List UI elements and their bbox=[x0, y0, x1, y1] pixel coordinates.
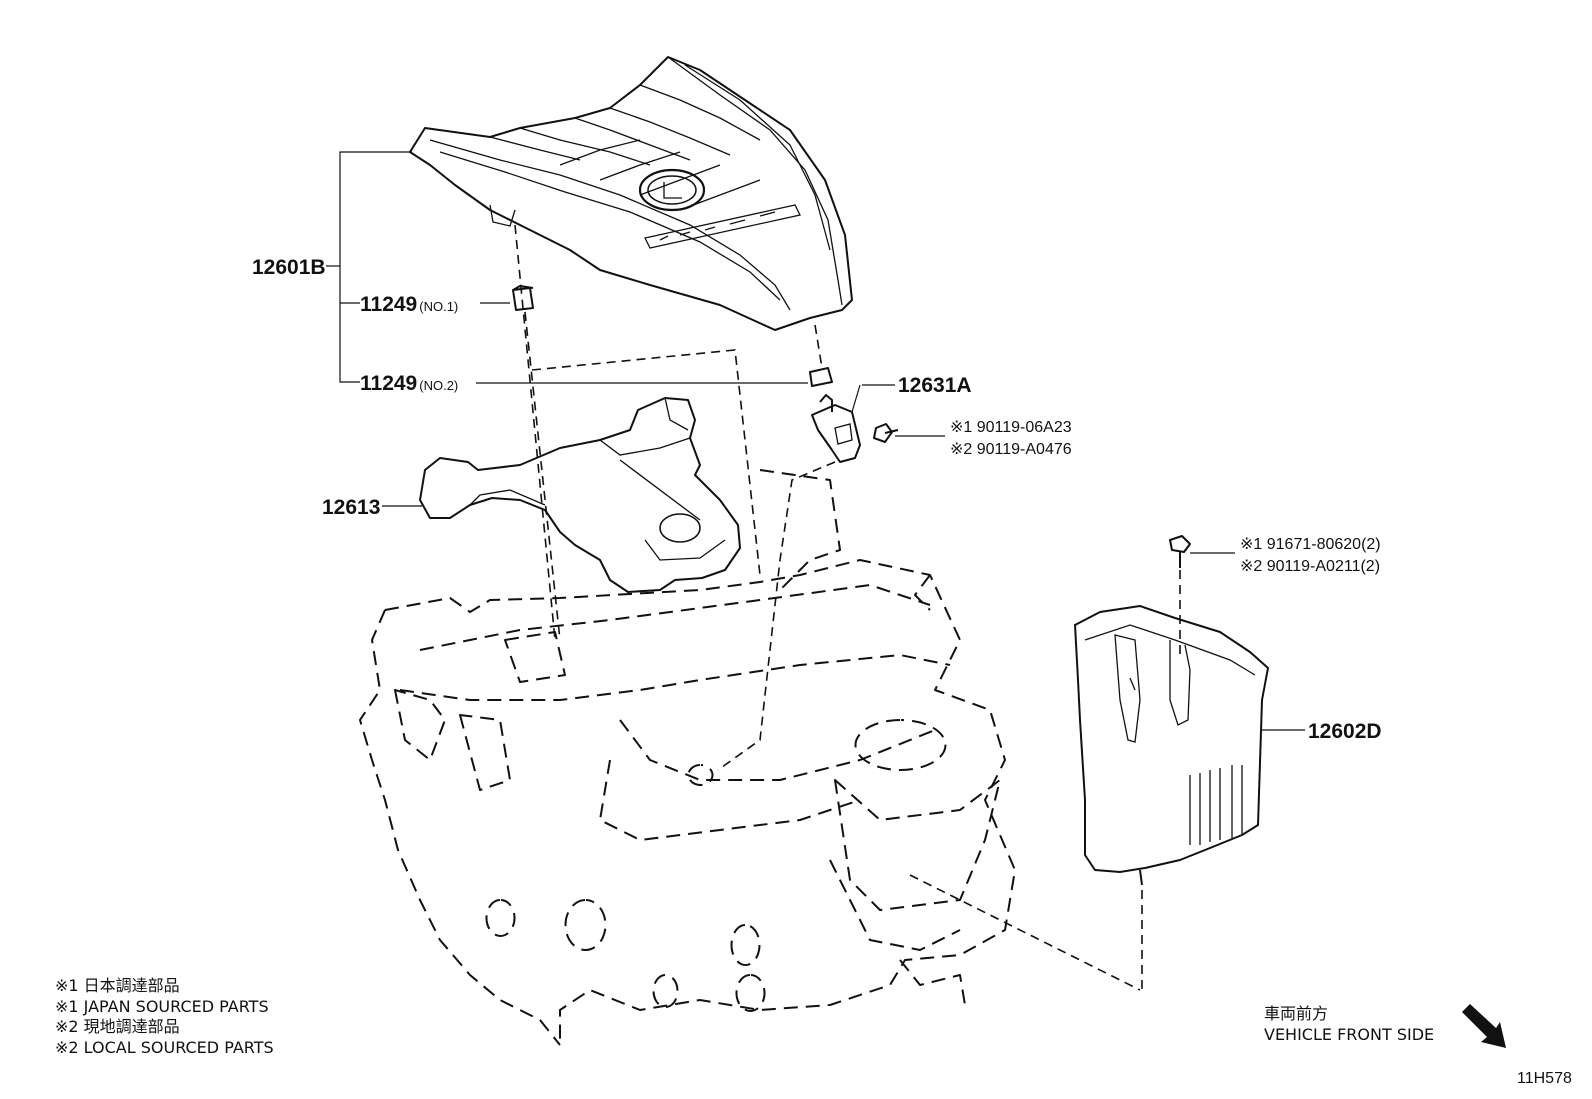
legend-line-1: ※1 日本調達部品 bbox=[55, 976, 180, 995]
label-engine-cover: 12601B bbox=[252, 256, 326, 279]
leader-lines bbox=[326, 151, 1305, 731]
bracket bbox=[811, 394, 861, 463]
label-insulator-no2: 11249(NO.2) bbox=[360, 372, 458, 395]
bracket-bolt-icon bbox=[873, 423, 899, 443]
insulator-no2-icon bbox=[809, 367, 833, 387]
legend-line-2: ※1 JAPAN SOURCED PARTS bbox=[55, 997, 269, 1016]
label-insulator-no2-suffix: (NO.2) bbox=[419, 378, 458, 393]
label-side-bolt-2: ※2 90119-A0211(2) bbox=[1240, 558, 1380, 575]
engine-phantom-outline bbox=[359, 469, 1016, 1046]
insulator-pad bbox=[419, 397, 741, 593]
insulator-no1-icon bbox=[512, 285, 534, 311]
label-bracket: 12631A bbox=[898, 374, 972, 397]
label-bracket-bolt-1: ※1 90119-06A23 bbox=[950, 419, 1072, 436]
legend-line-4: ※2 LOCAL SOURCED PARTS bbox=[55, 1038, 274, 1057]
assembly-lines bbox=[514, 224, 1181, 991]
label-side-bolt-1: ※1 91671-80620(2) bbox=[1240, 536, 1381, 553]
side-bolt-icon bbox=[1169, 535, 1191, 568]
label-insulator-pad: 12613 bbox=[322, 496, 380, 519]
label-insulator-no1-code: 11249 bbox=[360, 293, 417, 316]
label-bracket-bolt-2: ※2 90119-A0476 bbox=[950, 441, 1072, 458]
vehicle-front-indicator: 車両前方 VEHICLE FRONT SIDE bbox=[1264, 1004, 1506, 1048]
legend-line-3: ※2 現地調達部品 bbox=[55, 1017, 180, 1036]
label-side-cover: 12602D bbox=[1308, 720, 1382, 743]
brand-emblem-icon bbox=[638, 168, 706, 212]
side-cover bbox=[1074, 605, 1269, 886]
legend: ※1 日本調達部品 ※1 JAPAN SOURCED PARTS ※2 現地調達… bbox=[55, 976, 274, 1057]
illustration-id: 11H578 bbox=[1517, 1070, 1572, 1087]
label-insulator-no1-suffix: (NO.1) bbox=[419, 299, 458, 314]
label-insulator-no1: 11249(NO.1) bbox=[360, 293, 458, 316]
engine-cover bbox=[409, 56, 853, 331]
direction-arrow-icon bbox=[1462, 1004, 1506, 1048]
direction-label-jp: 車両前方 bbox=[1264, 1004, 1328, 1023]
label-insulator-no2-code: 11249 bbox=[360, 372, 417, 395]
direction-label-en: VEHICLE FRONT SIDE bbox=[1264, 1025, 1434, 1044]
